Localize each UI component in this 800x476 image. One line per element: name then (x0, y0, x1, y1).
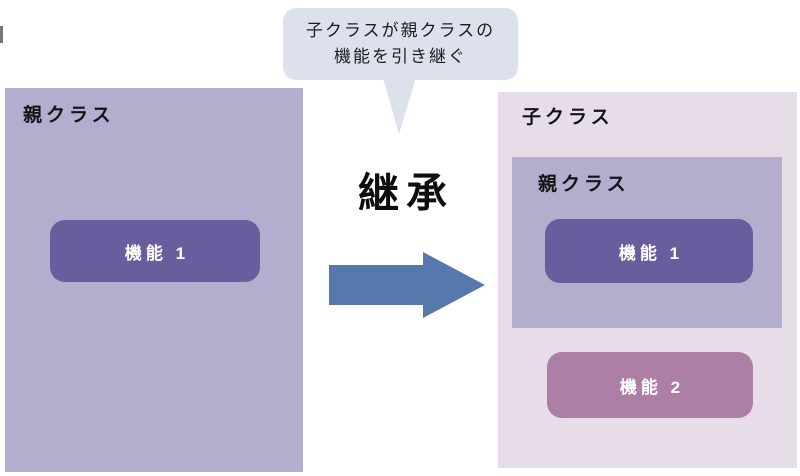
inherited-parent-class-box: 親クラス 機能 1 (512, 157, 782, 328)
callout-text-line1: 子クラスが親クラスの (305, 21, 496, 40)
parent-class-title: 親クラス (23, 105, 115, 126)
child-feature2-pill: 機能 2 (547, 352, 753, 418)
parent-class-box: 親クラス 機能 1 (5, 88, 303, 472)
inherited-parent-class-title: 親クラス (538, 174, 630, 195)
parent-feature1-pill: 機能 1 (50, 220, 260, 282)
inherited-feature1-pill: 機能 1 (545, 219, 753, 283)
callout-text-line2: 機能を引き継ぐ (334, 47, 467, 66)
callout-tail (383, 78, 416, 134)
arrow-right-icon (329, 252, 485, 318)
child-class-box: 子クラス 親クラス 機能 1 機能 2 (498, 92, 797, 468)
inheritance-title: 継承 (358, 170, 454, 216)
callout-bubble: 子クラスが親クラスの 機能を引き継ぐ (283, 8, 518, 80)
child-class-title: 子クラス (522, 107, 614, 128)
left-edge-mark (0, 26, 3, 43)
